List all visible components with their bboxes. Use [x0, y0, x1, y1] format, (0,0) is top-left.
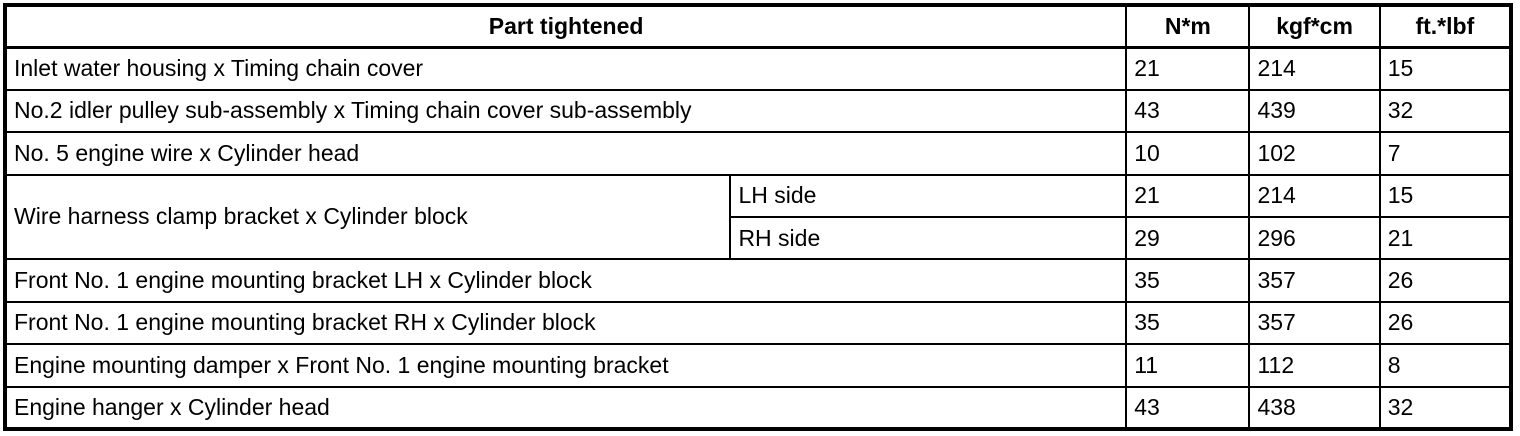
kgfcm-value-cell: 214	[1248, 173, 1381, 218]
ftlbf-value-cell: 15	[1378, 46, 1513, 91]
side-cell: RH side	[729, 215, 1128, 261]
nm-value-cell: 35	[1125, 258, 1251, 303]
nm-value-cell: 43	[1125, 88, 1251, 134]
ftlbf-value-cell: 26	[1378, 300, 1513, 346]
table-row: Front No. 1 engine mounting bracket RH x…	[3, 300, 1513, 346]
nm-value-cell: 21	[1125, 173, 1251, 218]
table-row: No.2 idler pulley sub-assembly x Timing …	[3, 88, 1513, 134]
header-row: Part tightened N*m kgf*cm ft.*lbf	[3, 3, 1513, 49]
kgfcm-value-cell: 357	[1248, 300, 1381, 346]
column-header-kgfcm: kgf*cm	[1248, 3, 1381, 49]
kgfcm-value-cell: 112	[1248, 343, 1381, 388]
torque-spec-table: Part tightened N*m kgf*cm ft.*lbf Inlet …	[3, 3, 1513, 431]
kgfcm-value-cell: 296	[1248, 215, 1381, 261]
kgfcm-value-cell: 357	[1248, 258, 1381, 303]
part-cell: Front No. 1 engine mounting bracket LH x…	[3, 258, 1128, 303]
part-cell: No. 5 engine wire x Cylinder head	[3, 131, 1128, 176]
ftlbf-value-cell: 7	[1378, 131, 1513, 176]
kgfcm-value-cell: 439	[1248, 88, 1381, 134]
table-row: RH side 29 296 21	[5, 215, 1513, 261]
nm-value-cell: 21	[1125, 46, 1251, 91]
part-cell: No.2 idler pulley sub-assembly x Timing …	[3, 88, 1128, 134]
nm-value-cell: 29	[1125, 215, 1251, 261]
table-row: Wire harness clamp bracket x Cylinder bl…	[3, 173, 1513, 261]
nm-value-cell: 11	[1125, 343, 1251, 388]
column-header-part: Part tightened	[3, 3, 1128, 49]
part-cell: Engine hanger x Cylinder head	[3, 385, 1128, 431]
table-row: Front No. 1 engine mounting bracket LH x…	[3, 258, 1513, 303]
part-cell: Inlet water housing x Timing chain cover	[3, 46, 1128, 91]
ftlbf-value-cell: 15	[1378, 173, 1513, 218]
kgfcm-value-cell: 438	[1248, 385, 1381, 431]
ftlbf-value-cell: 26	[1378, 258, 1513, 303]
table-row: Engine mounting damper x Front No. 1 eng…	[3, 343, 1513, 388]
column-header-nm: N*m	[1125, 3, 1251, 49]
kgfcm-value-cell: 214	[1248, 46, 1381, 91]
part-cell: Engine mounting damper x Front No. 1 eng…	[3, 343, 1128, 388]
kgfcm-value-cell: 102	[1248, 131, 1381, 176]
table-row: Inlet water housing x Timing chain cover…	[3, 46, 1513, 91]
ftlbf-value-cell: 32	[1378, 385, 1513, 431]
part-cell: Front No. 1 engine mounting bracket RH x…	[3, 300, 1128, 346]
nm-value-cell: 43	[1125, 385, 1251, 431]
ftlbf-value-cell: 8	[1378, 343, 1513, 388]
side-cell: LH side	[729, 173, 1128, 218]
ftlbf-value-cell: 32	[1378, 88, 1513, 134]
part-cell: Wire harness clamp bracket x Cylinder bl…	[3, 173, 732, 261]
nm-value-cell: 10	[1125, 131, 1251, 176]
ftlbf-value-cell: 21	[1378, 215, 1513, 261]
table-row: No. 5 engine wire x Cylinder head 10 102…	[3, 131, 1513, 176]
column-header-ftlbf: ft.*lbf	[1378, 3, 1513, 49]
nm-value-cell: 35	[1125, 300, 1251, 346]
table-row: Engine hanger x Cylinder head 43 438 32	[3, 385, 1513, 431]
